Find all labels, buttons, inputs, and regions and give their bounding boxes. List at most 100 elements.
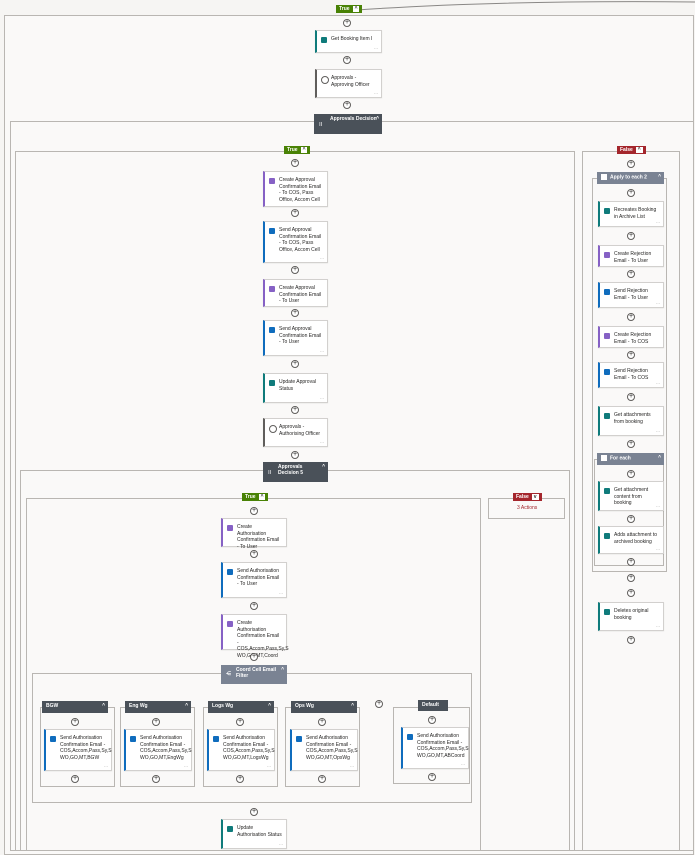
add-step-plus-icon[interactable]: + [428, 773, 436, 781]
action-send-auth-email-logswg[interactable]: Send Authorisation Confirmation Email - … [207, 729, 275, 771]
action-send-approval-email-user[interactable]: Send Approval Confirmation Email - To Us… [263, 320, 328, 356]
action-approvals-authorising-officer[interactable]: Approvals - Authorising Officer ⋯ [263, 418, 328, 447]
add-step-plus-icon[interactable]: + [152, 718, 160, 726]
action-send-auth-email-engwg[interactable]: Send Authorisation Confirmation Email - … [124, 729, 192, 771]
action-send-rejection-email-cos[interactable]: Send Rejection Email - To COS ⋯ [598, 362, 664, 388]
add-step-plus-icon[interactable]: + [627, 189, 635, 197]
add-step-plus-icon[interactable]: + [236, 718, 244, 726]
add-step-plus-icon[interactable]: + [627, 515, 635, 523]
add-case-plus-icon[interactable]: + [375, 700, 383, 708]
action-send-auth-email-bgw[interactable]: Send Authorisation Confirmation Email - … [44, 729, 112, 771]
chevron-up-icon[interactable]: ^ [102, 703, 105, 709]
branch-true-badge[interactable]: True^ [284, 146, 311, 154]
add-step-plus-icon[interactable]: + [291, 406, 299, 414]
case-eng-wg[interactable]: Eng Wg^ [125, 701, 191, 713]
add-step-plus-icon[interactable]: + [291, 309, 299, 317]
add-step-plus-icon[interactable]: + [627, 313, 635, 321]
add-step-plus-icon[interactable]: + [343, 101, 351, 109]
case-logs-wg[interactable]: Logs Wg^ [208, 701, 274, 713]
condition-approvals-decision[interactable]: ⁞⁞ Approvals Decision ^ [314, 114, 382, 134]
branch-true-badge[interactable]: True^ [336, 5, 363, 13]
chevron-up-icon[interactable]: ^ [258, 493, 266, 500]
switch-coord-cell-email-filter[interactable]: ⋲ Coord Cell Email Filter ^ [221, 665, 287, 684]
chevron-up-icon[interactable]: ^ [376, 116, 379, 122]
action-delete-original-booking[interactable]: Deletes original booking ⋯ [598, 602, 664, 631]
add-step-plus-icon[interactable]: + [250, 507, 258, 515]
chevron-up-icon[interactable]: ^ [351, 703, 354, 709]
action-send-authorisation-email-user[interactable]: Send Authorisation Confirmation Email - … [221, 562, 287, 598]
add-step-plus-icon[interactable]: + [250, 808, 258, 816]
link-icon: ⋯ [279, 591, 283, 596]
chevron-up-icon[interactable]: ^ [658, 174, 661, 180]
loop-for-each[interactable]: For each ^ [597, 453, 664, 465]
add-step-plus-icon[interactable]: + [343, 19, 351, 27]
chevron-up-icon[interactable]: ^ [281, 667, 284, 673]
chevron-up-icon[interactable]: ^ [300, 146, 308, 153]
add-step-plus-icon[interactable]: + [250, 550, 258, 558]
add-step-plus-icon[interactable]: + [343, 56, 351, 64]
action-create-rejection-email-user[interactable]: Create Rejection Email - To User [598, 245, 664, 267]
action-update-authorisation-status[interactable]: Update Authorisation Status ⋯ [221, 819, 287, 849]
add-step-plus-icon[interactable]: + [291, 451, 299, 459]
chevron-down-icon[interactable]: v [531, 493, 539, 500]
action-send-auth-email-abcoord[interactable]: Send Authorisation Confirmation Email - … [401, 727, 469, 769]
action-send-approval-email-cos[interactable]: Send Approval Confirmation Email - To CO… [263, 221, 328, 263]
add-step-plus-icon[interactable]: + [627, 160, 635, 168]
case-bgw[interactable]: BGW^ [42, 701, 108, 713]
action-create-approval-email-cos[interactable]: Create Approval Confirmation Email - To … [263, 171, 328, 207]
branch-true-badge[interactable]: True^ [242, 493, 269, 501]
add-step-plus-icon[interactable]: + [627, 232, 635, 240]
action-create-rejection-email-cos[interactable]: Create Rejection Email - To COS [598, 326, 664, 348]
add-step-plus-icon[interactable]: + [236, 775, 244, 783]
loop-icon [601, 174, 607, 180]
add-step-plus-icon[interactable]: + [627, 351, 635, 359]
add-step-plus-icon[interactable]: + [627, 636, 635, 644]
add-step-plus-icon[interactable]: + [250, 602, 258, 610]
add-step-plus-icon[interactable]: + [318, 775, 326, 783]
action-create-approval-email-user[interactable]: Create Approval Confirmation Email - To … [263, 279, 328, 307]
action-get-attachments[interactable]: Get attachments from booking ⋯ [598, 406, 664, 436]
branch-false-badge[interactable]: False^ [617, 146, 646, 154]
add-step-plus-icon[interactable]: + [291, 209, 299, 217]
link-icon: ⋯ [374, 91, 378, 96]
condition-approvals-decision-5[interactable]: ⁞⁞ Approvals Decision 5 ^ [263, 462, 328, 482]
action-send-rejection-email-user[interactable]: Send Rejection Email - To User ⋯ [598, 282, 664, 308]
action-add-attachment-archived[interactable]: Adds attachment to archived booking ⋯ [598, 526, 664, 554]
add-step-plus-icon[interactable]: + [428, 716, 436, 724]
link-icon: ⋯ [320, 440, 324, 445]
action-recreate-booking-archive[interactable]: Recreates Booking in Archive List ⋯ [598, 201, 664, 227]
add-step-plus-icon[interactable]: + [318, 718, 326, 726]
add-step-plus-icon[interactable]: + [71, 718, 79, 726]
action-approvals-approving-officer[interactable]: Approvals - Approving Officer ⋯ [315, 69, 382, 98]
chevron-up-icon[interactable]: ^ [352, 5, 360, 12]
chevron-up-icon[interactable]: ^ [268, 703, 271, 709]
add-step-plus-icon[interactable]: + [152, 775, 160, 783]
add-step-plus-icon[interactable]: + [627, 589, 635, 597]
add-step-plus-icon[interactable]: + [627, 440, 635, 448]
add-step-plus-icon[interactable]: + [291, 360, 299, 368]
action-create-authorisation-email-user[interactable]: Create Authorisation Confirmation Email … [221, 518, 287, 550]
action-update-approval-status[interactable]: Update Approval Status ⋯ [263, 373, 328, 403]
action-create-authorisation-email-cos[interactable]: Create Authorisation Confirmation Email … [221, 614, 289, 659]
chevron-up-icon[interactable]: ^ [635, 146, 643, 153]
add-step-plus-icon[interactable]: + [627, 558, 635, 566]
add-step-plus-icon[interactable]: + [250, 653, 258, 661]
loop-apply-to-each-2[interactable]: Apply to each 2 ^ [597, 172, 664, 184]
add-step-plus-icon[interactable]: + [291, 266, 299, 274]
add-step-plus-icon[interactable]: + [627, 470, 635, 478]
action-get-booking-item[interactable]: Get Booking Item I ⋯ [315, 30, 382, 53]
chevron-up-icon[interactable]: ^ [322, 464, 325, 470]
add-step-plus-icon[interactable]: + [627, 574, 635, 582]
add-step-plus-icon[interactable]: + [291, 159, 299, 167]
chevron-up-icon[interactable]: ^ [658, 455, 661, 461]
add-step-plus-icon[interactable]: + [71, 775, 79, 783]
chevron-up-icon[interactable]: ^ [185, 703, 188, 709]
add-step-plus-icon[interactable]: + [627, 270, 635, 278]
action-get-attachment-content[interactable]: Get attachment content from booking ⋯ [598, 481, 664, 511]
case-ops-wg[interactable]: Ops Wg^ [291, 701, 357, 713]
decision-5-false-scope[interactable]: 3 Actions [488, 498, 565, 519]
action-send-auth-email-opswg[interactable]: Send Authorisation Confirmation Email - … [290, 729, 358, 771]
case-default[interactable]: Default [418, 700, 448, 711]
add-step-plus-icon[interactable]: + [627, 393, 635, 401]
